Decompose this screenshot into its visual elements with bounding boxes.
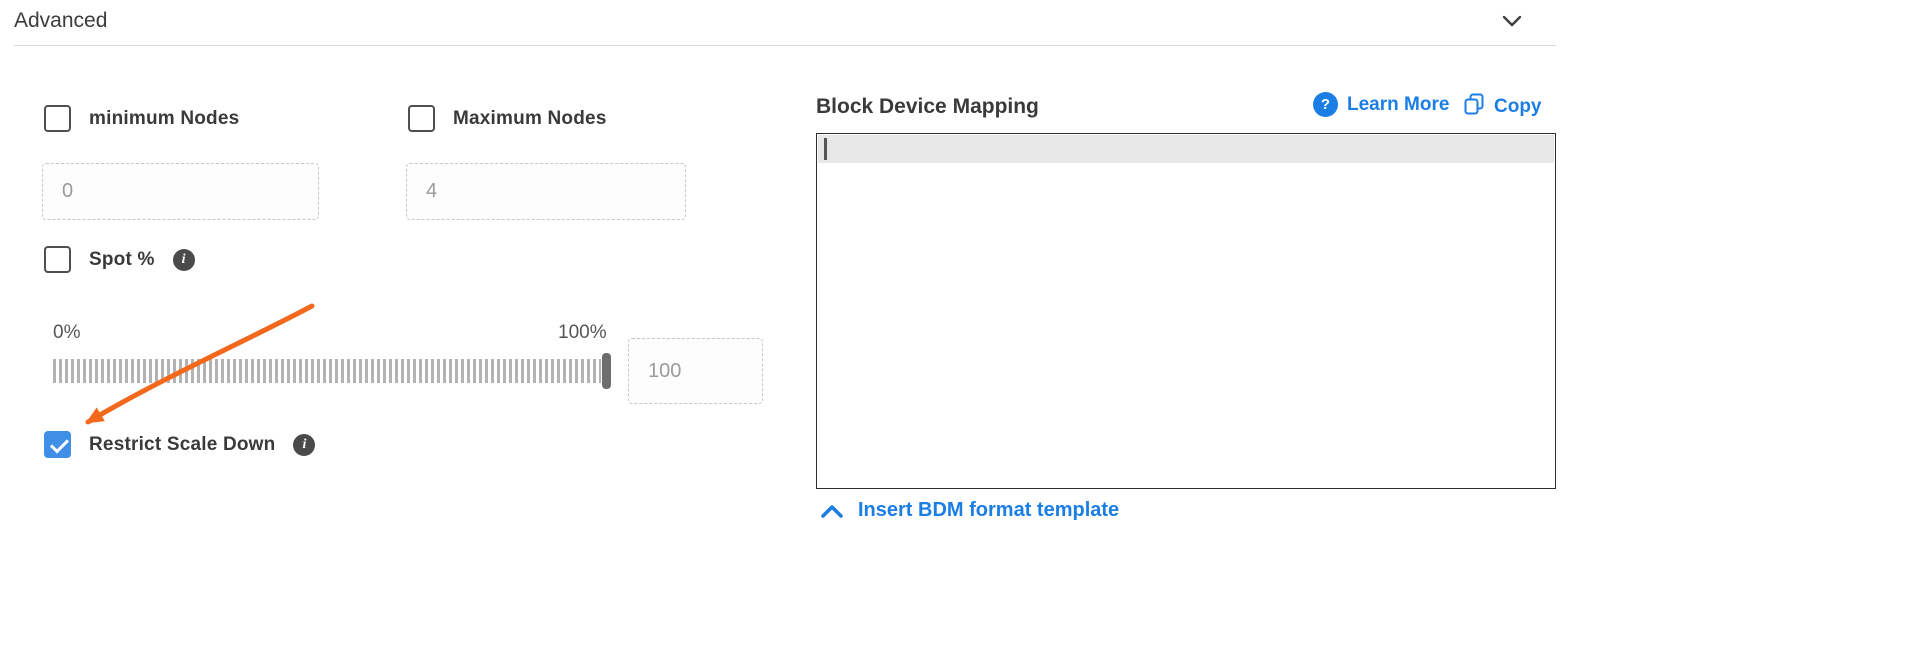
restrict-scale-down-checkbox[interactable] xyxy=(44,431,71,458)
spot-label: Spot % xyxy=(89,248,155,270)
question-icon: ? xyxy=(1313,92,1338,117)
maximum-nodes-checkbox[interactable] xyxy=(408,105,435,132)
minimum-nodes-input[interactable] xyxy=(42,163,319,220)
section-title: Advanced xyxy=(14,9,108,32)
maximum-nodes-label: Maximum Nodes xyxy=(453,107,607,129)
spot-percent-slider[interactable] xyxy=(53,359,611,383)
insert-bdm-template-label: Insert BDM format template xyxy=(858,499,1120,521)
maximum-nodes-row: Maximum Nodes xyxy=(408,105,607,132)
learn-more-link[interactable]: ? Learn More xyxy=(1313,92,1449,117)
bdm-editor[interactable] xyxy=(816,133,1556,489)
copy-icon xyxy=(1464,93,1485,121)
restrict-scale-down-label: Restrict Scale Down xyxy=(89,433,276,455)
chevron-up-icon xyxy=(820,503,844,519)
minimum-nodes-label: minimum Nodes xyxy=(89,107,240,129)
editor-active-line xyxy=(818,135,1554,163)
copy-button[interactable]: Copy xyxy=(1464,93,1542,121)
copy-label: Copy xyxy=(1494,96,1542,117)
section-divider xyxy=(14,45,1556,46)
slider-min-label: 0% xyxy=(53,322,81,343)
bdm-title: Block Device Mapping xyxy=(816,95,1039,118)
slider-handle[interactable] xyxy=(602,353,611,389)
chevron-down-icon xyxy=(1498,7,1526,38)
info-icon[interactable]: i xyxy=(172,248,195,271)
spot-checkbox[interactable] xyxy=(44,246,71,273)
restrict-scale-down-row: Restrict Scale Down i xyxy=(44,431,316,458)
slider-max-label: 100% xyxy=(558,322,607,343)
spot-percent-input[interactable] xyxy=(628,338,763,404)
learn-more-label: Learn More xyxy=(1347,93,1450,115)
info-icon[interactable]: i xyxy=(293,433,316,456)
insert-bdm-template-link[interactable]: Insert BDM format template xyxy=(820,499,1119,522)
maximum-nodes-input[interactable] xyxy=(406,163,686,220)
text-cursor xyxy=(824,138,827,160)
spot-row: Spot % i xyxy=(44,246,195,273)
minimum-nodes-row: minimum Nodes xyxy=(44,105,239,132)
minimum-nodes-checkbox[interactable] xyxy=(44,105,71,132)
collapse-section-button[interactable] xyxy=(1496,6,1528,38)
